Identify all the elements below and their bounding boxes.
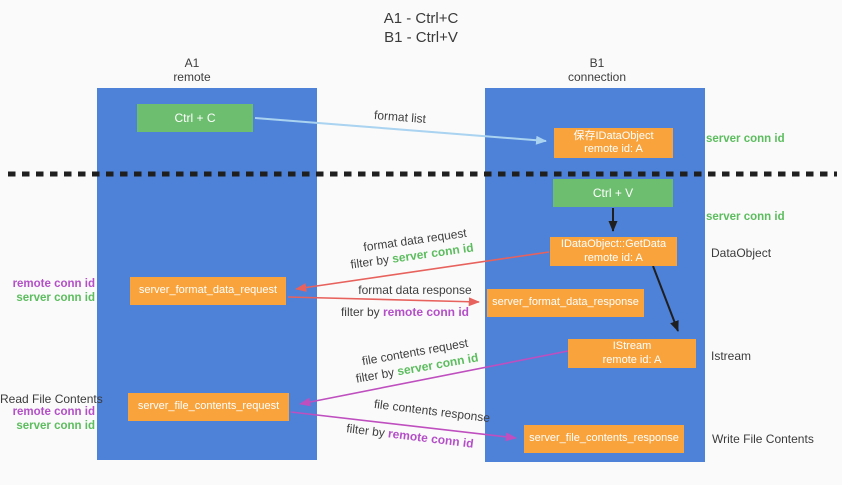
ctrl-v-label: Ctrl + V [592,186,634,200]
lane-b1-name: B1 [589,56,605,70]
read-file-contents-label: Read File Contents [0,392,103,406]
ctrl-c-box: Ctrl + C [137,104,253,132]
save-idataobject-line1: 保存IDataObject [573,129,654,142]
server-format-data-request-box: server_format_data_request [130,277,286,305]
server-conn-id-label-left-1: server conn id [16,292,95,304]
idataobject-getdata-line2: remote id: A [584,251,643,264]
format-list-label: format list [373,107,427,127]
server-conn-id-label-right-1: server conn id [706,133,785,145]
lane-a1-header: A1 remote [92,56,292,84]
istream-line2: remote id: A [602,353,662,366]
remote-conn-id-label-left-2: remote conn id [12,406,95,418]
server-conn-id-label-left-2: server conn id [16,420,95,432]
server-conn-id-label-right-2: server conn id [706,211,785,223]
ctrl-v-box: Ctrl + V [553,179,673,207]
ctrl-c-label: Ctrl + C [174,111,216,125]
filter-by-text: filter by [345,421,386,440]
server-file-contents-request-box: server_file_contents_request [128,393,289,421]
server-format-data-response-label: server_format_data_response [492,296,639,309]
lane-a1-name: A1 [184,56,200,70]
server-file-contents-response-box: server_file_contents_response [524,425,684,453]
diagram-title: A1 - Ctrl+C B1 - Ctrl+V [0,9,842,47]
lane-b1-header: B1 connection [497,56,697,84]
save-idataobject-line2: remote id: A [584,143,643,155]
lane-a1-role: remote [173,70,211,84]
server-format-data-request-label: server_format_data_request [138,284,278,297]
remote-conn-id-label-left-1: remote conn id [12,278,95,290]
remote-conn-id-key: remote conn id [387,426,475,451]
idataobject-getdata-box: IDataObject::GetData remote id: A [550,237,677,266]
file-contents-response-label: file contents response [373,396,491,426]
server-format-data-response-box: server_format_data_response [487,289,644,317]
server-file-contents-request-label: server_file_contents_request [137,400,280,413]
file-contents-response-filter-label: filter by remote conn id [335,420,486,452]
format-data-response-filter-label: filter by remote conn id [330,305,480,319]
format-data-response-label: format data response [358,283,472,297]
diagram-title-line1: A1 - Ctrl+C [383,10,459,27]
write-file-contents-label: Write File Contents [712,432,814,446]
istream-box: IStream remote id: A [568,339,696,368]
idataobject-getdata-line1: IDataObject::GetData [560,238,667,250]
remote-conn-id-key: remote conn id [383,305,470,319]
diagram-title-line2: B1 - Ctrl+V [384,29,458,46]
save-idataobject-box: 保存IDataObject remote id: A [554,128,673,158]
istream-line1: IStream [612,340,652,352]
filter-by-text: filter by [340,305,380,319]
dataobject-label: DataObject [711,246,772,260]
lane-b1-role: connection [567,70,627,84]
server-file-contents-response-label: server_file_contents_response [529,432,679,445]
istream-side-label: Istream [711,349,752,363]
